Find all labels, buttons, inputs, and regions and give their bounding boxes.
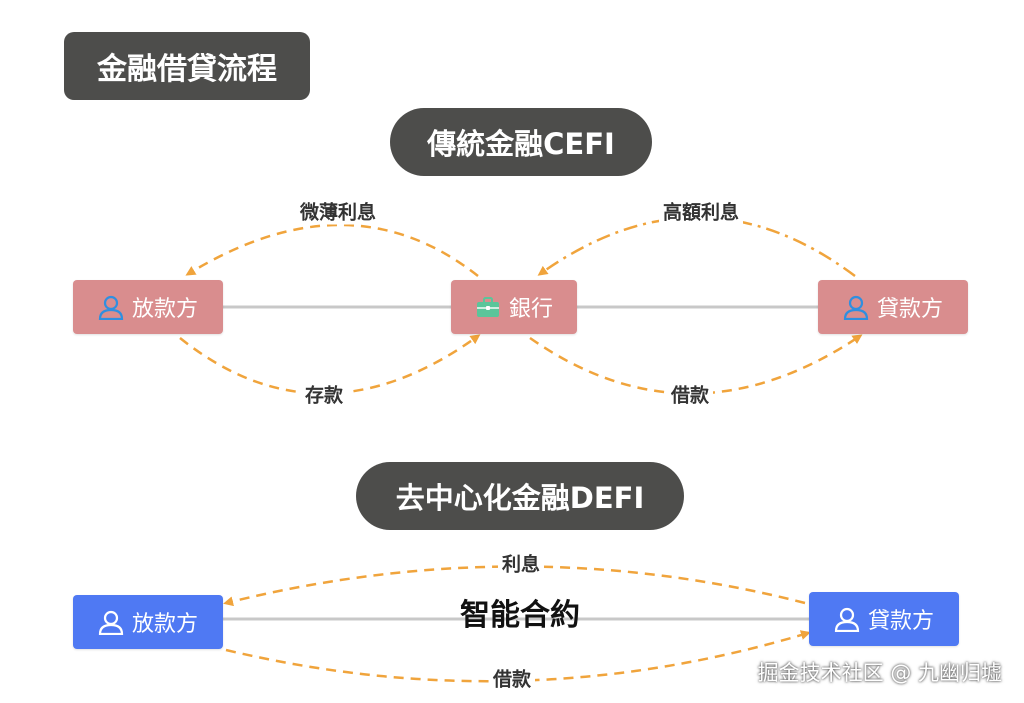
- briefcase-icon: [475, 294, 501, 320]
- cefi-lender-label: 放款方: [131, 297, 198, 322]
- cefi-arrow-thin-interest: [185, 223, 479, 277]
- defi-loan-label: 借款: [488, 664, 536, 692]
- cefi-arrow-high-interest: [537, 216, 856, 278]
- person-icon: [834, 606, 860, 632]
- cefi-loan-label: 借款: [666, 380, 714, 408]
- defi-lender-label: 放款方: [131, 612, 198, 637]
- cefi-borrower-label: 貸款方: [876, 297, 943, 322]
- person-icon: [98, 294, 124, 320]
- cefi-lender-node: 放款方: [73, 280, 223, 334]
- cefi-bank-node: 銀行: [451, 280, 577, 334]
- defi-lender-node: 放款方: [73, 595, 223, 649]
- defi-title: 去中心化金融DEFI: [356, 462, 684, 530]
- cefi-bank-label: 銀行: [508, 297, 553, 322]
- watermark: 掘金技术社区 @ 九幽归墟: [757, 661, 1002, 685]
- person-icon: [98, 609, 124, 635]
- cefi-title: 傳統金融CEFI: [390, 108, 652, 176]
- person-icon: [843, 294, 869, 320]
- defi-interest-label: 利息: [497, 549, 545, 577]
- smart-contract-label: 智能合約: [460, 598, 580, 633]
- main-title: 金融借貸流程: [64, 32, 310, 100]
- defi-borrower-label: 貸款方: [867, 609, 934, 634]
- defi-borrower-node: 貸款方: [809, 592, 959, 646]
- cefi-thin-interest-label: 微薄利息: [295, 197, 381, 225]
- cefi-borrower-node: 貸款方: [818, 280, 968, 334]
- cefi-high-interest-label: 高額利息: [658, 197, 744, 225]
- cefi-deposit-label: 存款: [300, 380, 348, 408]
